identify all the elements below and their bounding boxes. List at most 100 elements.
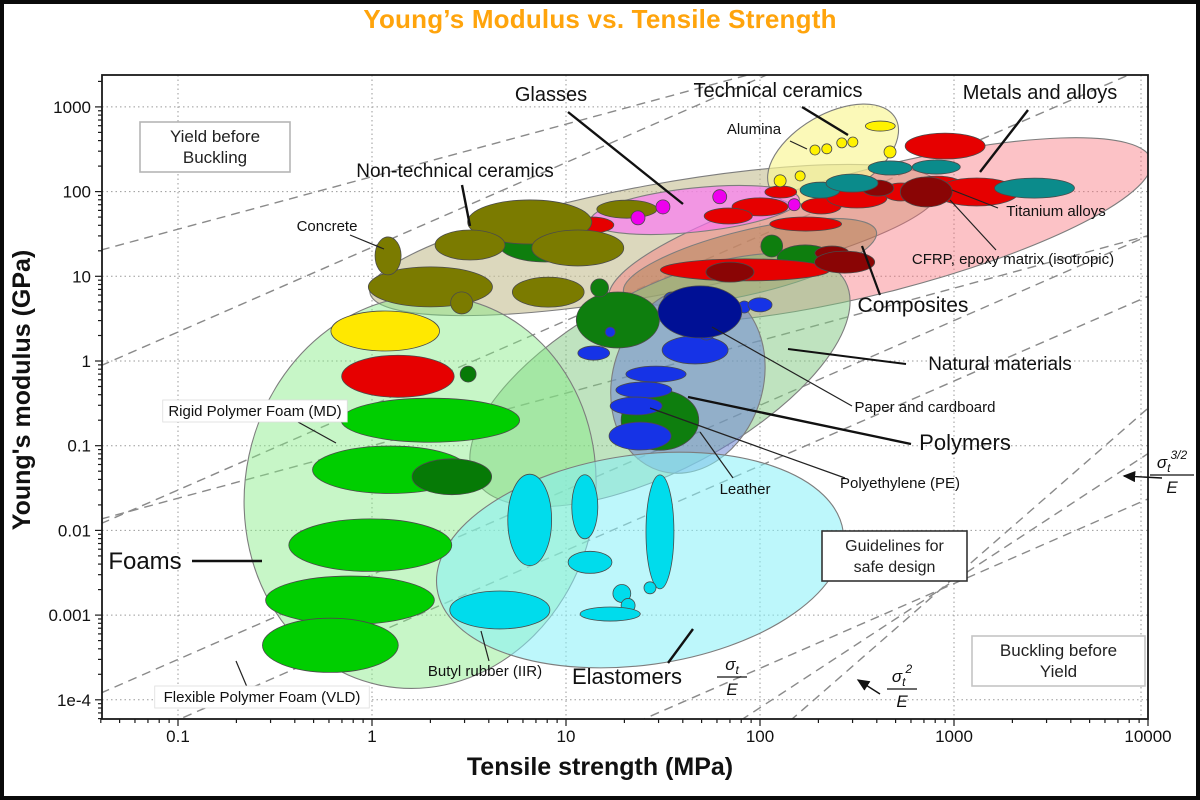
glass-magenta-bubbles-bubble: [655, 199, 671, 215]
metal-red-bubbles-bubble: [703, 207, 753, 225]
x-tick-label: 1000: [935, 727, 973, 746]
page-title: Young’s Modulus vs. Tensile Strength: [363, 4, 837, 34]
y-tick-label: 1000: [53, 98, 91, 117]
plot-border: [101, 74, 1149, 720]
callout-titanium-alloys: Titanium alloys: [1006, 203, 1105, 220]
x-tick-label: 0.1: [166, 727, 190, 746]
metal-teal-bubbles-bubble: [911, 159, 961, 175]
foam-dark-bubbles-bubble: [411, 458, 493, 496]
polymer-navy-bubble-bubble: [657, 285, 743, 339]
label-technical-ceramics: Technical ceramics: [694, 80, 863, 102]
y-tick-label: 0.001: [48, 606, 91, 625]
ceramic-olive-bubbles-bubble: [511, 276, 585, 308]
x-axis-title: Tensile strength (MPa): [467, 753, 733, 781]
foam-red-bubble-bubble: [341, 354, 455, 398]
technical-ceramic-bubbles-bubble: [809, 144, 821, 156]
label-non-technical-ceramics-leader: [460, 184, 472, 227]
x-tick-label: 100: [746, 727, 774, 746]
x-tick-label: 10: [557, 727, 576, 746]
label-elastomers-leader: [667, 628, 694, 664]
elastomer-bubbles-bubble: [579, 606, 641, 622]
box-buckling-before-yield-text: Buckling before: [1000, 641, 1117, 660]
y-tick-label: 100: [63, 183, 91, 202]
label-metals-and-alloys: Metals and alloys: [963, 82, 1118, 104]
callout-paper-cardboard-leader: [711, 326, 853, 407]
callout-flexible-polymer-foam-bg: [154, 685, 370, 709]
natural-bubbles-bubble: [575, 291, 660, 349]
formula-sigma2-over-e-arrow: [856, 679, 881, 695]
callout-rigid-polymer-foam-leader: [297, 421, 337, 444]
guideline-slope-1: [102, 75, 769, 366]
box-guidelines-safe-design-text: Guidelines for: [845, 538, 944, 555]
region-label-layer: Glasses Technical ceramics Metals and allo…: [108, 80, 1117, 689]
natural-bubbles-bubble: [590, 278, 609, 298]
glass-magenta-bubbles-bubble: [630, 210, 646, 226]
foam-bubbles-bubble: [288, 518, 453, 572]
label-foams: Foams: [108, 548, 181, 575]
callout-polyethylene: Polyethylene (PE): [840, 475, 960, 492]
ceramic-olive-bubbles-bubble: [434, 229, 506, 261]
callout-polyethylene-leader: [649, 407, 846, 479]
callout-concrete-leader: [349, 234, 385, 250]
label-glasses-leader: [567, 111, 684, 205]
callout-rigid-polymer-foam: Rigid Polymer Foam (MD): [168, 403, 341, 420]
x-tick-label: 1: [367, 727, 376, 746]
technical-ceramic-bubbles-bubble: [794, 170, 806, 182]
box-buckling-before-yield-text: Yield: [1040, 662, 1077, 681]
callout-flexible-polymer-foam-leader: [235, 660, 248, 688]
callout-rigid-polymer-foam-bg: [162, 399, 348, 423]
metal-red-bubbles-bubble: [769, 216, 842, 232]
callout-leather: Leather: [720, 481, 771, 498]
box-guidelines-safe-design-text: safe design: [854, 559, 936, 576]
metal-darkred-bubbles-bubble: [814, 250, 876, 274]
foam-yellow-bubble: [330, 310, 440, 352]
formula-sigma32-over-e-arrow: [1122, 470, 1163, 483]
polymer-bubbles-bubble: [609, 396, 663, 416]
y-tick-label: 0.1: [67, 437, 91, 456]
label-composites: Composites: [858, 294, 969, 317]
callout-butyl-rubber-leader: [480, 630, 490, 662]
metal-darkred-bubbles-bubble: [899, 176, 953, 208]
technical-ceramic-bubbles: [773, 120, 897, 188]
metal-teal-bubbles-bubble: [994, 177, 1075, 199]
formula-sigma-over-e-denominator: E: [726, 680, 738, 699]
foam-bubbles-bubble: [340, 397, 521, 443]
box-yield-before-buckling-text: Yield before: [170, 127, 260, 146]
technical-ceramic-bubbles-bubble: [847, 136, 859, 148]
callout-titanium-alloys-leader: [951, 189, 999, 209]
metal-teal-bubbles-bubble: [825, 173, 879, 193]
guideline-slope-1.5: [741, 452, 1148, 719]
foam-dark-bubbles-bubble: [459, 365, 477, 383]
label-glasses: Glasses: [515, 84, 587, 106]
technical-ceramic-bubbles-bubble: [836, 137, 848, 149]
guideline-slope-1: [642, 498, 1148, 719]
callout-concrete: Concrete: [297, 218, 358, 235]
y-tick-label: 1e-4: [57, 691, 91, 710]
foam-red-bubble: [341, 354, 455, 398]
polymer-bubbles-bubble: [625, 365, 687, 383]
label-polymers: Polymers: [919, 430, 1011, 455]
callout-butyl-rubber: Butyl rubber (IIR): [428, 663, 542, 680]
guideline-slope-2: [791, 407, 1148, 719]
glass-magenta-bubbles: [630, 189, 801, 226]
callout-cfrp: CFRP, epoxy matrix (isotropic): [912, 251, 1114, 268]
box-yield-before-buckling-text: Buckling: [183, 148, 247, 167]
elastomer-bubbles: [449, 473, 675, 630]
ceramic-olive-bubbles-bubble: [450, 291, 474, 315]
formula-sigma2-over-e-denominator: E: [896, 692, 908, 711]
foam-bubbles-bubble: [265, 575, 435, 625]
label-composites-leader: [860, 245, 882, 296]
formula-sigma32-over-e-numerator: σt3/2: [1157, 448, 1188, 475]
polymer-bubbles-bubble: [661, 335, 729, 365]
technical-ceramic-bubbles-bubble: [883, 145, 897, 159]
elastomer-bubbles-bubble: [571, 474, 599, 540]
foam-bubbles-bubble: [262, 617, 399, 673]
metal-teal-bubbles: [799, 159, 1075, 199]
ceramic-olive-bubbles-bubble: [531, 229, 625, 267]
polymer-bubbles-bubble: [608, 421, 672, 451]
x-tick-label: 10000: [1124, 727, 1171, 746]
